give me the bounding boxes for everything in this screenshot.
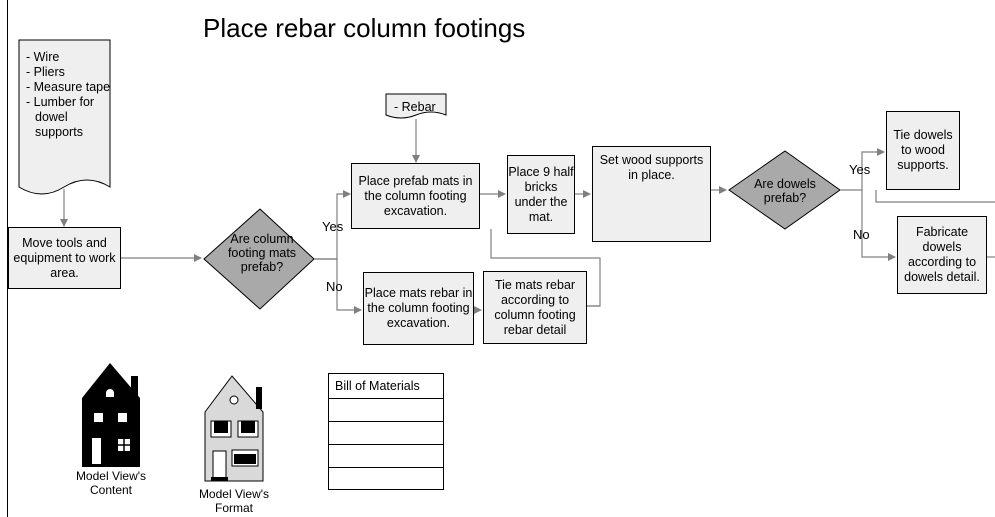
move-tools-text: Move tools and equipment to work area. xyxy=(13,235,116,280)
bill-of-materials-title: Bill of Materials xyxy=(329,374,443,399)
tie-mats-rebar-box: Tie mats rebar according to column footi… xyxy=(483,271,587,344)
house-content-icon xyxy=(82,363,140,467)
table-row xyxy=(329,445,443,468)
format-house-label: Model View's Format xyxy=(198,487,270,515)
connector-decision-yes xyxy=(840,148,885,191)
decision-diamond-dowels xyxy=(728,150,841,230)
decision-mats-text: Are column footing mats prefab? xyxy=(227,232,297,274)
supplies-document-shape xyxy=(18,39,111,195)
place-prefab-mats-box: Place prefab mats in the column footing … xyxy=(351,163,480,229)
supply-item: - Pliers xyxy=(26,65,65,79)
page-frame xyxy=(7,0,995,517)
supplies-list: - Wire - Pliers - Measure tape - Lumber … xyxy=(26,50,117,140)
branch-label-yes: Yes xyxy=(322,219,344,234)
supply-item: - Measure tape xyxy=(26,80,111,94)
decision-dowels-text: Are dowels prefab? xyxy=(754,177,816,205)
tie-dowels-text: Tie dowels to wood supports. xyxy=(893,128,953,172)
place-half-bricks-text: Place 9 half bricks under the mat. xyxy=(508,164,574,224)
tie-mats-rebar-text: Tie mats rebar according to column footi… xyxy=(494,277,576,337)
supply-item: - Wire xyxy=(26,50,60,64)
place-half-bricks-box: Place 9 half bricks under the mat. xyxy=(507,155,575,234)
set-wood-supports-box: Set wood supports in place. xyxy=(592,146,711,242)
connector-decision-no xyxy=(861,190,896,261)
content-house-label: Model View's Content xyxy=(75,469,147,497)
rebar-document-shape xyxy=(385,93,447,119)
table-row xyxy=(329,422,443,445)
tie-dowels-box: Tie dowels to wood supports. xyxy=(886,111,960,190)
connector-no-to-place-mats xyxy=(314,258,362,314)
decision-diamond-mats xyxy=(203,208,315,310)
connector-right-offpage-1 xyxy=(875,190,995,203)
fabricate-dowels-box: Fabricate dowels according to dowels det… xyxy=(897,216,987,294)
bill-of-materials-table: Bill of Materials xyxy=(328,373,444,490)
set-wood-supports-text: Set wood supports in place. xyxy=(599,153,704,182)
supply-item: - Lumber for dowel supports xyxy=(26,95,95,139)
move-tools-box: Move tools and equipment to work area. xyxy=(8,227,121,289)
house-format-icon xyxy=(204,375,264,482)
rebar-document-label: - Rebar xyxy=(394,100,436,114)
fabricate-dowels-text: Fabricate dowels according to dowels det… xyxy=(904,225,980,284)
branch-label-yes: Yes xyxy=(849,162,871,177)
table-row xyxy=(329,399,443,422)
place-mats-rebar-box: Place mats rebar in the column footing e… xyxy=(363,272,474,345)
table-row xyxy=(329,468,443,491)
place-mats-rebar-text: Place mats rebar in the column footing e… xyxy=(364,286,473,330)
branch-label-no: No xyxy=(326,279,343,294)
branch-label-no: No xyxy=(853,227,870,242)
page-title: Place rebar column footings xyxy=(203,13,526,43)
place-prefab-mats-text: Place prefab mats in the column footing … xyxy=(358,173,473,218)
